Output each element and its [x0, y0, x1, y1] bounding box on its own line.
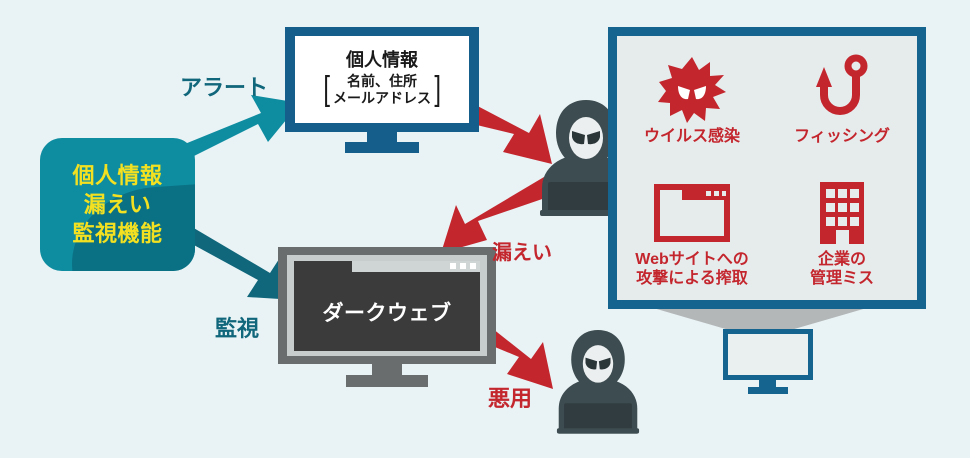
monitor-foot — [345, 142, 419, 153]
personal-info-monitor: 個人情報 [ 名前、住所 メールアドレス ] — [285, 27, 479, 153]
bracket-close-icon: ] — [434, 70, 442, 109]
arrow-label-alert: アラート — [180, 75, 269, 100]
risk-item-web-attack: Webサイトへの 攻撃による搾取 — [617, 168, 767, 300]
hacker-laptop-screen — [548, 182, 624, 214]
source-line-3: 監視機能 — [72, 221, 163, 247]
arrow-label-kanshi: 監視 — [215, 316, 260, 341]
risk-caption-company-mistake: 企業の 管理ミス — [810, 250, 874, 288]
dark-monitor-screen — [294, 261, 480, 351]
dark-monitor-foot — [346, 375, 428, 387]
caption-line: 管理ミス — [809, 270, 874, 287]
hacker-eye-left — [585, 357, 598, 370]
dark-monitor-neck — [372, 364, 402, 375]
user-monitor-bezel — [723, 329, 813, 380]
monitor-neck — [367, 132, 397, 142]
caption-line: フィッシング — [794, 128, 890, 146]
window-dot-1 — [450, 263, 456, 269]
hacker-laptop-base — [556, 428, 640, 434]
risk-item-phishing: フィッシング — [767, 36, 917, 168]
user-monitor-neck — [759, 380, 776, 387]
source-feature-label: 個人情報 漏えい 監視機能 — [40, 138, 195, 271]
source-line-2: 漏えい — [83, 191, 152, 217]
user-monitor-foot — [748, 387, 788, 394]
risk-grid: ウイルス感染 フィッシング — [617, 36, 917, 300]
risk-item-virus: ウイルス感染 — [617, 36, 767, 168]
risk-item-company-mistake: 企業の 管理ミス — [767, 168, 917, 300]
caption-line: 企業の — [817, 250, 866, 268]
source-line-1: 個人情報 — [72, 162, 163, 188]
risk-caption-web-attack: Webサイトへの 攻撃による搾取 — [635, 250, 749, 288]
hacker-face — [569, 117, 603, 159]
personal-info-heading: 個人情報 — [346, 50, 418, 71]
hacker-eye-right — [598, 357, 611, 370]
risk-causes-panel: ウイルス感染 フィッシング — [608, 27, 926, 309]
virus-icon — [658, 57, 726, 124]
source-feature-box: 個人情報 漏えい 監視機能 — [40, 138, 195, 271]
dark-web-monitor: ダークウェブ — [278, 247, 496, 387]
risk-caption-phishing: フィッシング — [794, 127, 890, 146]
window-dot-2 — [460, 263, 466, 269]
arrow-label-abuse: 悪用 — [488, 386, 533, 411]
office-building-icon — [815, 180, 869, 246]
browser-titlebar — [294, 261, 480, 272]
window-dot-3 — [470, 263, 476, 269]
window-control-dots — [450, 263, 476, 269]
detail-line-2: メールアドレス — [333, 90, 431, 107]
hacker-bottom — [556, 330, 640, 434]
risk-caption-virus: ウイルス感染 — [644, 127, 740, 146]
caption-line: ウイルス感染 — [643, 128, 740, 146]
hacker-face — [582, 345, 614, 383]
arrow-label-leak: 漏えい — [492, 242, 552, 264]
hacker-eye-right — [587, 131, 600, 145]
personal-info-detail-lines: 名前、住所 メールアドレス — [333, 73, 431, 108]
user-monitor — [723, 329, 813, 394]
hacker-top — [540, 100, 632, 216]
hacker-eye-left — [572, 131, 585, 145]
browser-tab — [294, 261, 352, 272]
dark-web-screen-label: ダークウェブ — [322, 301, 452, 325]
browser-window-icon — [654, 180, 730, 246]
fishhook-icon — [814, 54, 870, 123]
caption-line: Webサイトへの — [635, 250, 749, 268]
bracket-open-icon: [ — [322, 70, 330, 109]
personal-info-detail: [ 名前、住所 メールアドレス ] — [322, 73, 443, 108]
detail-line-1: 名前、住所 — [347, 72, 417, 89]
hacker-laptop-screen — [564, 403, 632, 432]
caption-line: 攻撃による搾取 — [636, 270, 748, 287]
monitor-screen: 個人情報 [ 名前、住所 メールアドレス ] — [295, 36, 469, 123]
